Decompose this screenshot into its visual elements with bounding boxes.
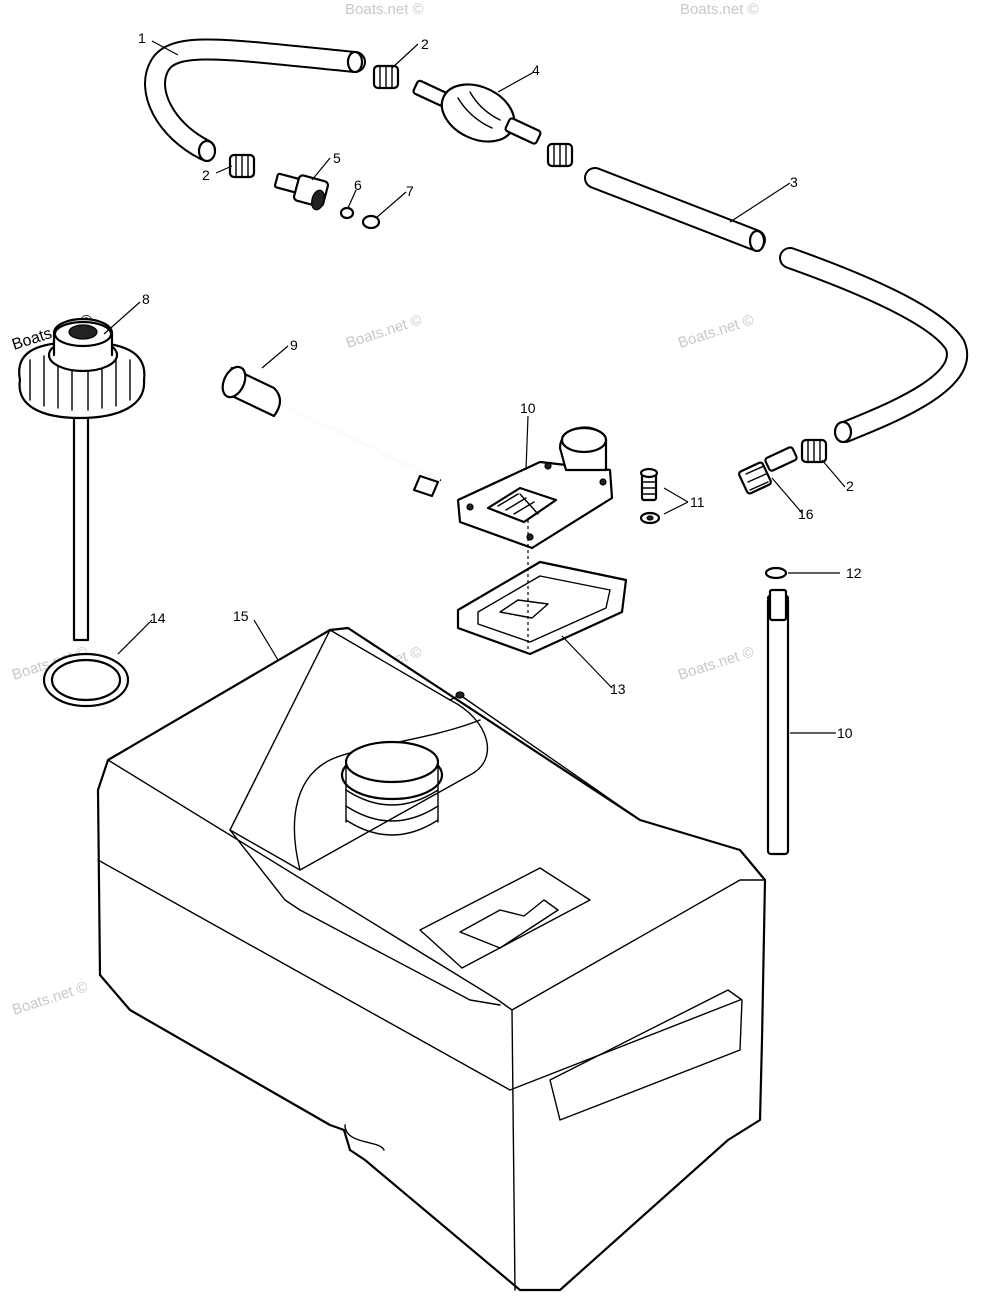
watermark: Boats.net © — [344, 311, 424, 351]
part-7-o-ring — [361, 214, 381, 230]
part-3-hose-bent — [779, 247, 968, 444]
callout-14: 14 — [150, 610, 166, 626]
callout-3: 3 — [790, 174, 798, 190]
callout-11: 11 — [690, 494, 705, 510]
watermark: Boats.net © — [10, 978, 90, 1018]
callout-16: 16 — [798, 506, 814, 522]
part-2-clamp — [372, 64, 400, 90]
part-2-clamp — [228, 153, 256, 179]
callouts: 1 2 4 5 2 6 7 3 8 9 10 11 2 16 12 14 15 … — [138, 30, 862, 741]
part-6-o-ring — [339, 206, 355, 220]
callout-8: 8 — [142, 291, 150, 307]
part-4-primer-bulb — [412, 79, 542, 145]
callout-10: 10 — [520, 400, 536, 416]
part-2-clamp — [800, 438, 828, 464]
callout-2: 2 — [846, 478, 854, 494]
part-5-connector — [273, 172, 330, 211]
watermark: Boats.net © — [676, 311, 756, 351]
watermark: Boats.net © — [680, 1, 759, 18]
part-10-sender-plate — [456, 426, 614, 550]
callout-13: 13 — [610, 681, 626, 697]
callout-4: 4 — [532, 62, 540, 78]
part-11-screw — [639, 467, 661, 525]
part-14-gasket — [42, 652, 130, 708]
watermark: Boats.net © — [676, 643, 756, 683]
callout-10: 10 — [837, 725, 853, 741]
callout-15: 15 — [233, 608, 249, 624]
part-3-hose — [584, 167, 766, 253]
part-12-o-ring — [764, 566, 788, 580]
callout-1: 1 — [138, 30, 146, 46]
callout-2: 2 — [202, 167, 210, 183]
part-10-pickup-tube — [766, 588, 790, 856]
part-16-fitting — [738, 446, 798, 495]
callout-12: 12 — [846, 565, 862, 581]
leader-lines — [103, 40, 846, 734]
part-8-fuel-cap — [18, 317, 146, 642]
callout-5: 5 — [333, 150, 341, 166]
callout-2: 2 — [421, 36, 429, 52]
callout-6: 6 — [354, 177, 362, 193]
watermark: Boats.net © — [345, 1, 424, 18]
part-15-fuel-tank — [96, 626, 767, 1292]
part-1-hose — [144, 38, 366, 163]
part-2-clamp — [546, 142, 574, 168]
part-9-float-arm — [221, 365, 442, 498]
part-13-gasket — [456, 560, 628, 656]
callout-7: 7 — [406, 183, 414, 199]
callout-9: 9 — [290, 337, 298, 353]
